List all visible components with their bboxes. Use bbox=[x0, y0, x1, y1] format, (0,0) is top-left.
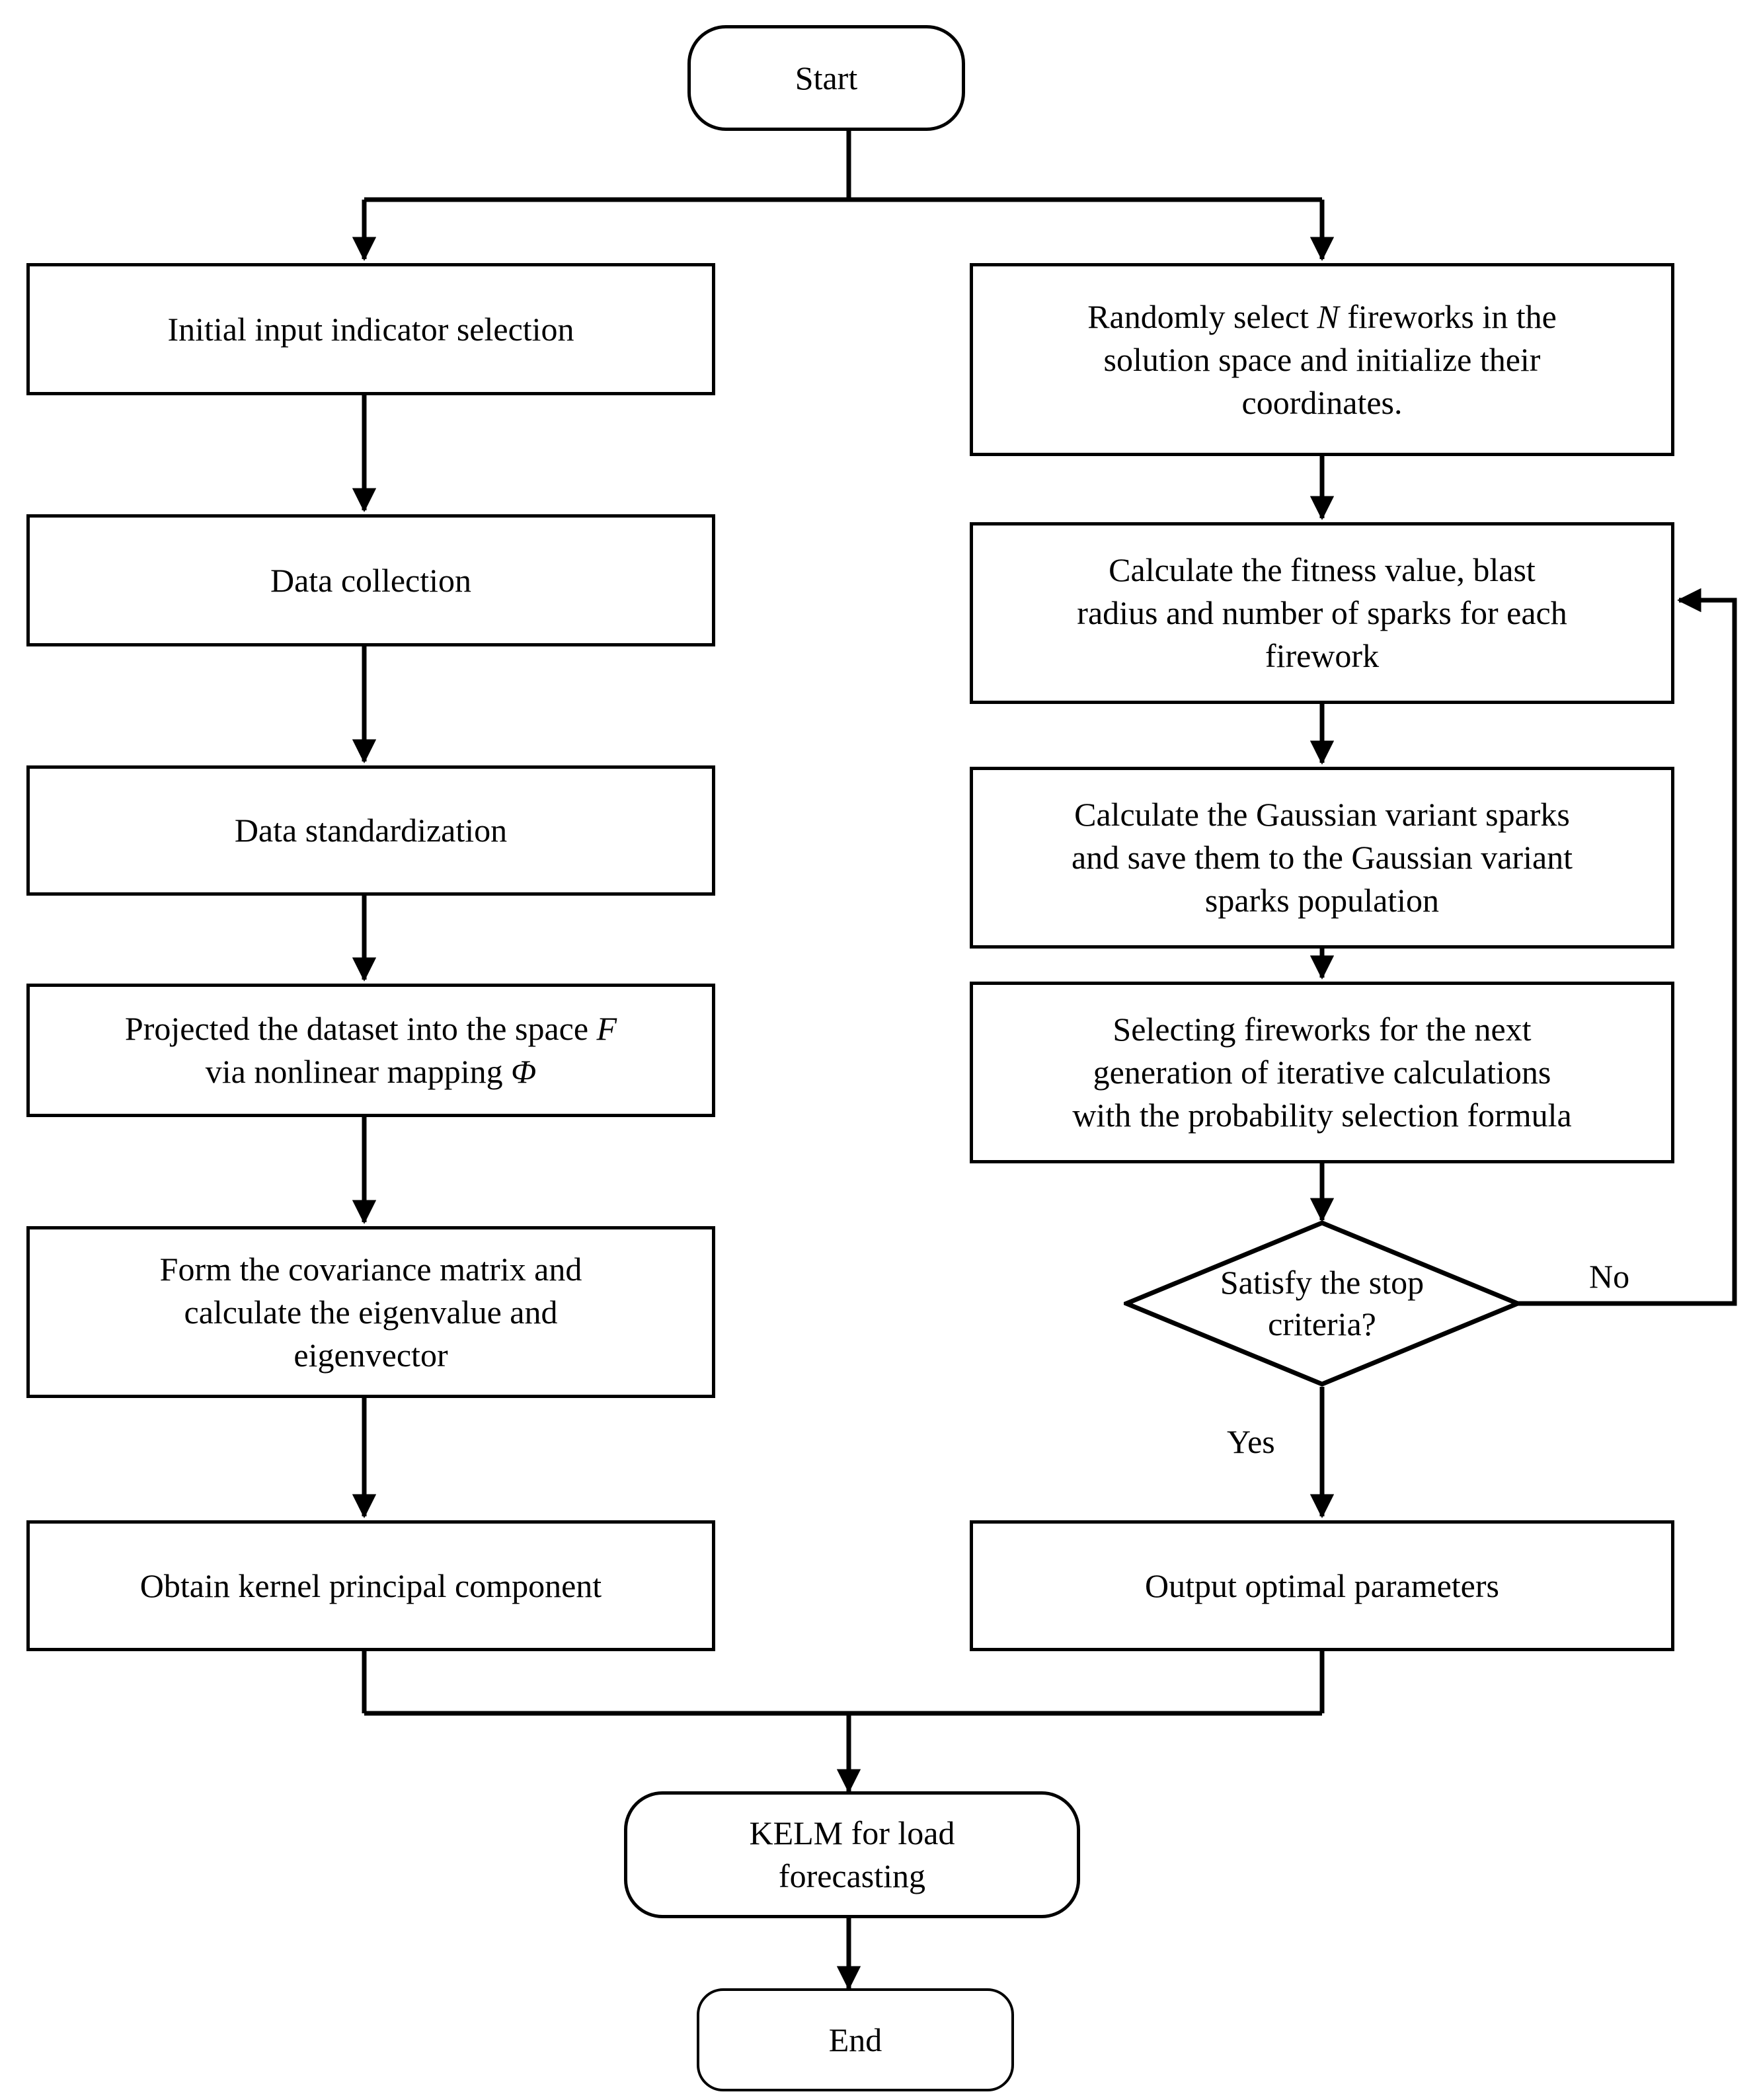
node-calculate-gaussian-variant-sparks[interactable]: Calculate the Gaussian variant sparks an… bbox=[970, 767, 1674, 949]
node-initial-input-label: Initial input indicator selection bbox=[167, 310, 574, 348]
node-kernel-pc-label: Obtain kernel principal component bbox=[139, 1567, 602, 1604]
decision-diamond-shape bbox=[1124, 1220, 1520, 1387]
node-covariance-matrix[interactable]: Form the covariance matrix and calculate… bbox=[26, 1226, 715, 1398]
node-data-collection-label: Data collection bbox=[270, 561, 472, 599]
node-end[interactable]: End bbox=[697, 1988, 1014, 2091]
node-randomly-select-fireworks[interactable]: Randomly select N fireworks in the solut… bbox=[970, 263, 1674, 456]
edge-label-yes: Yes bbox=[1227, 1423, 1275, 1460]
node-kelm-for-load-forecasting[interactable]: KELM for load forecasting bbox=[624, 1791, 1080, 1918]
node-projected-dataset-label: Projected the dataset into the space F v… bbox=[124, 1010, 617, 1090]
edge-decision-no-loop bbox=[1441, 588, 1737, 1306]
node-selecting-fireworks[interactable]: Selecting fireworks for the next generat… bbox=[970, 982, 1674, 1163]
node-data-standardization[interactable]: Data standardization bbox=[26, 765, 715, 896]
node-obtain-kernel-principal-component[interactable]: Obtain kernel principal component bbox=[26, 1520, 715, 1651]
symbol-phi: Φ bbox=[511, 1053, 537, 1090]
node-output-optimal-parameters[interactable]: Output optimal parameters bbox=[970, 1520, 1674, 1651]
node-projected-dataset[interactable]: Projected the dataset into the space F v… bbox=[26, 984, 715, 1117]
node-random-select-label: Randomly select N fireworks in the solut… bbox=[1087, 297, 1557, 421]
node-start-label: Start bbox=[795, 59, 858, 97]
node-gaussian-label: Calculate the Gaussian variant sparks an… bbox=[1071, 796, 1573, 919]
node-kelm-label: KELM for load forecasting bbox=[749, 1814, 955, 1894]
node-fitness-label: Calculate the fitness value, blast radiu… bbox=[1077, 551, 1567, 674]
node-output-params-label: Output optimal parameters bbox=[1145, 1567, 1499, 1604]
node-start[interactable]: Start bbox=[687, 25, 965, 131]
node-covariance-label: Form the covariance matrix and calculate… bbox=[159, 1250, 582, 1374]
symbol-space-f: F bbox=[596, 1010, 617, 1047]
node-satisfy-stop-criteria[interactable]: Satisfy the stop criteria? bbox=[1124, 1220, 1520, 1387]
node-calculate-fitness-value[interactable]: Calculate the fitness value, blast radiu… bbox=[970, 522, 1674, 704]
symbol-n: N bbox=[1317, 297, 1339, 335]
node-initial-input-indicator-selection[interactable]: Initial input indicator selection bbox=[26, 263, 715, 395]
node-end-label: End bbox=[828, 2021, 882, 2058]
edge-label-no: No bbox=[1589, 1258, 1630, 1295]
node-data-standardization-label: Data standardization bbox=[234, 812, 508, 849]
node-data-collection[interactable]: Data collection bbox=[26, 514, 715, 646]
node-selecting-label: Selecting fireworks for the next generat… bbox=[1072, 1011, 1572, 1134]
